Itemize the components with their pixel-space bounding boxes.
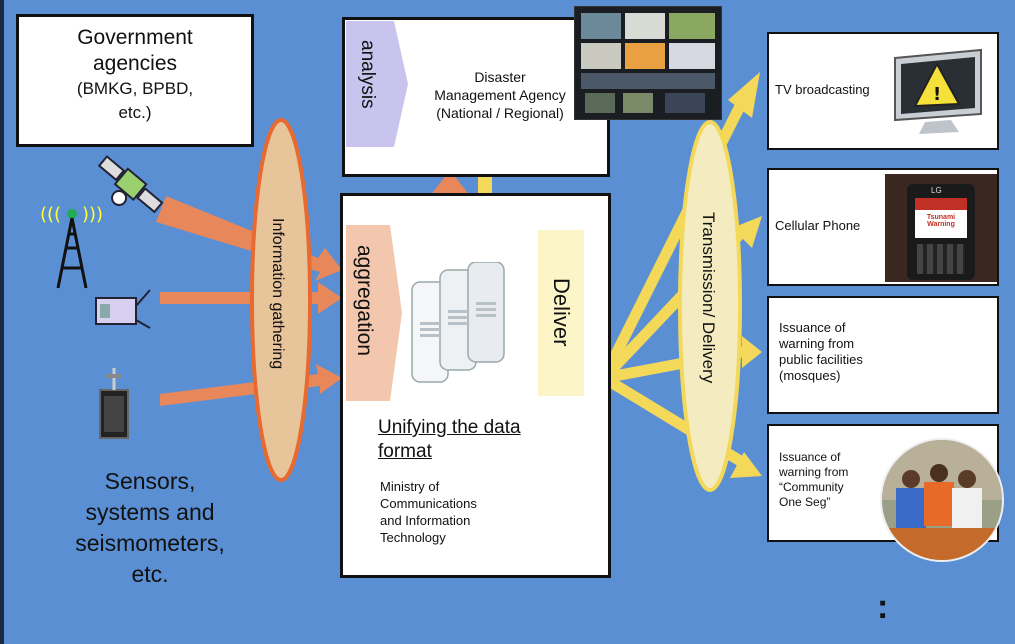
sensors-line1: Sensors, bbox=[104, 468, 196, 494]
government-line2: agencies bbox=[92, 52, 178, 75]
unify-line2: format bbox=[378, 441, 432, 462]
transmission-label: Transmission/ Delivery bbox=[699, 212, 718, 384]
unify-data-format-text: Unifying the data format bbox=[378, 416, 588, 464]
svg-text:(((: ((( bbox=[40, 204, 61, 225]
information-gathering-label: Information gathering bbox=[269, 218, 286, 370]
phone-photo: LG Tsunami Warning bbox=[885, 174, 997, 282]
tv-broadcasting-box: TV broadcasting ! bbox=[767, 32, 999, 150]
community-line2: warning from bbox=[779, 465, 849, 479]
agency-line1: Disaster bbox=[474, 69, 526, 85]
yellow-fan-heads bbox=[728, 72, 762, 478]
analysis-label: analysis bbox=[357, 40, 378, 109]
ministry-line2: Communications bbox=[380, 496, 477, 511]
deliver-tab bbox=[538, 230, 584, 396]
analysis-tab-point bbox=[394, 21, 408, 147]
control-room-photo bbox=[574, 6, 722, 120]
sensor-device-icon bbox=[95, 289, 151, 329]
svg-text:!: ! bbox=[933, 84, 941, 105]
sensors-line2: systems and bbox=[85, 499, 215, 525]
public-line2: warning from bbox=[779, 336, 855, 351]
government-line3: (BMKG, BPBD, bbox=[76, 79, 194, 98]
information-gathering-ellipse bbox=[250, 118, 312, 482]
disaster-agency-text: Disaster Management Agency (National / R… bbox=[410, 68, 590, 122]
aggregation-label: aggregation bbox=[353, 245, 376, 356]
public-line3: public facilities bbox=[779, 352, 863, 367]
ministry-text: Ministry of Communications and Informati… bbox=[380, 478, 590, 546]
ministry-line4: Technology bbox=[380, 530, 446, 545]
sensors-line4: etc. bbox=[131, 561, 169, 587]
seismometer-icon bbox=[99, 368, 129, 439]
ministry-line1: Ministry of bbox=[380, 479, 440, 494]
sensors-caption: Sensors, systems and seismometers, etc. bbox=[40, 466, 260, 590]
tv-broadcasting-label: TV broadcasting bbox=[775, 82, 870, 97]
cellular-phone-box: Cellular Phone LG Tsunami Warning bbox=[767, 168, 999, 286]
sensors-line3: seismometers, bbox=[75, 530, 225, 556]
transmission-ellipse bbox=[678, 120, 742, 492]
agency-line2: Management Agency bbox=[434, 87, 566, 103]
tv-warning-icon: ! bbox=[894, 48, 982, 134]
left-frame-bar bbox=[0, 0, 4, 644]
phone-screen-warning: Warning bbox=[927, 221, 955, 228]
phone-brand: LG bbox=[931, 186, 942, 195]
community-line1: Issuance of bbox=[779, 450, 841, 464]
children-photo bbox=[880, 438, 1004, 562]
public-facilities-box: Issuance of warning from public faciliti… bbox=[767, 296, 999, 414]
more-indicator: : bbox=[877, 588, 889, 626]
government-agencies-box: Government agencies (BMKG, BPBD, etc.) bbox=[16, 14, 254, 147]
public-line1: Issuance of bbox=[779, 320, 846, 335]
aggregation-tab-point bbox=[390, 225, 402, 401]
ministry-line3: and Information bbox=[380, 513, 471, 528]
community-line3: “Community bbox=[779, 480, 844, 494]
government-line1: Government bbox=[77, 26, 193, 49]
cellular-phone-label: Cellular Phone bbox=[775, 218, 861, 233]
satellite-icon bbox=[97, 155, 164, 214]
government-line4: etc.) bbox=[118, 103, 152, 122]
deliver-label: Deliver bbox=[549, 278, 574, 347]
public-facilities-text: Issuance of warning from public faciliti… bbox=[779, 320, 863, 384]
public-line4: (mosques) bbox=[779, 368, 841, 383]
arrow-seismometer-to-aggregation bbox=[160, 364, 342, 406]
unify-line1: Unifying the data bbox=[378, 417, 521, 438]
agency-line3: (National / Regional) bbox=[436, 105, 564, 121]
svg-text:))): ))) bbox=[82, 204, 103, 225]
phone-screen-tsunami: Tsunami bbox=[926, 214, 956, 221]
antenna-tower-icon: ((( ))) bbox=[40, 204, 103, 289]
analysis-tab bbox=[346, 21, 394, 147]
server-icon bbox=[411, 262, 505, 383]
community-text: Issuance of warning from “Community One … bbox=[779, 450, 848, 510]
aggregation-tab bbox=[346, 225, 390, 401]
community-line4: One Seg” bbox=[779, 495, 831, 509]
